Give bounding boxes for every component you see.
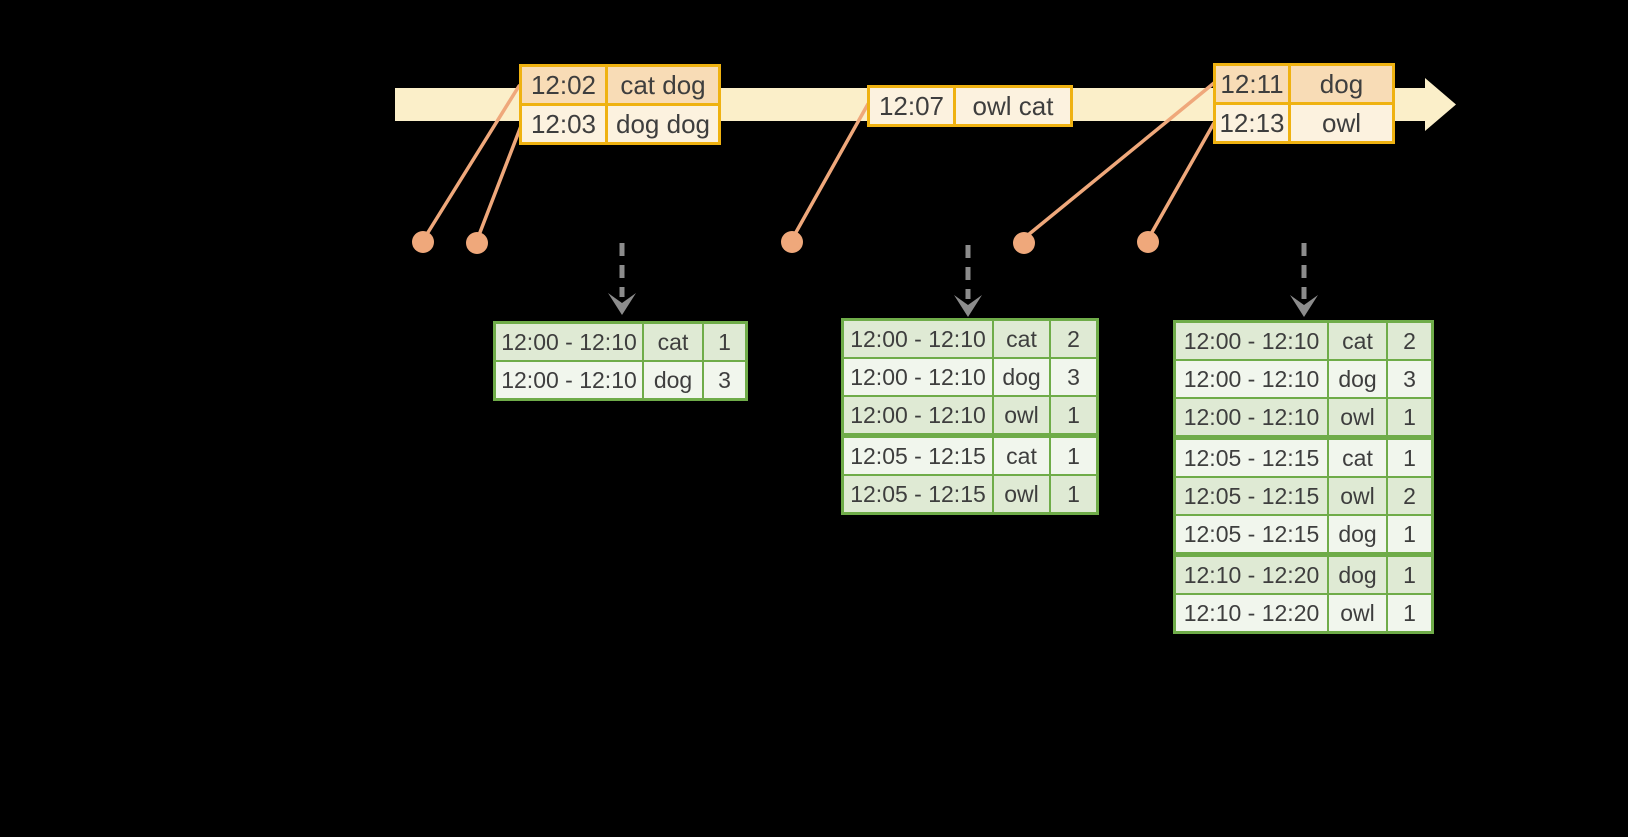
trigger-arrowhead-icon-3 [1290,295,1318,317]
event-time-cell: 12:11 [1216,66,1288,102]
event-time-cell: 12:13 [1216,105,1288,141]
event-words-cell: dog [1291,66,1392,102]
result-count-cell: 3 [704,362,745,398]
result-window-cell: 12:00 - 12:10 [844,321,992,357]
result-count-cell: 1 [1051,397,1096,433]
result-word-cell: cat [1329,440,1386,476]
result-window-cell: 12:05 - 12:15 [1176,516,1327,552]
result-count-cell: 1 [1388,557,1431,593]
result-count-cell: 3 [1388,361,1431,397]
event-connector-line-4 [1026,81,1216,237]
result-word-cell: cat [1329,323,1386,359]
event-words-cell: cat dog [608,67,718,103]
result-window-cell: 12:10 - 12:20 [1176,595,1327,631]
event-time-cell: 12:02 [522,67,605,103]
event-words-cell: dog dog [608,106,718,142]
trigger-arrowhead-icon-2 [954,295,982,317]
result-word-cell: cat [644,324,702,360]
event-time-cell: 12:07 [870,88,953,124]
event-connector-line-2 [477,124,523,237]
result-word-cell: dog [994,359,1049,395]
event-connector-line-1 [425,84,521,236]
event-connector-line-5 [1149,121,1216,236]
result-window-cell: 12:00 - 12:10 [1176,361,1327,397]
result-count-cell: 1 [1388,440,1431,476]
result-count-cell: 1 [1388,595,1431,631]
event-time-cell: 12:03 [522,106,605,142]
result-word-cell: owl [1329,399,1386,435]
result-window-cell: 12:05 - 12:15 [1176,440,1327,476]
result-count-cell: 2 [1388,323,1431,359]
result-word-cell: owl [1329,595,1386,631]
trigger-arrowhead-icon-1 [608,293,636,315]
result-window-cell: 12:10 - 12:20 [1176,557,1327,593]
result-window-cell: 12:00 - 12:10 [496,324,642,360]
result-word-cell: cat [994,438,1049,474]
result-word-cell: owl [994,476,1049,512]
event-time-dot-2 [466,232,488,254]
result-count-cell: 1 [1388,516,1431,552]
result-window-cell: 12:00 - 12:10 [844,397,992,433]
result-window-cell: 12:05 - 12:15 [1176,478,1327,514]
event-words-cell: owl [1291,105,1392,141]
result-word-cell: owl [994,397,1049,433]
result-count-cell: 1 [1388,399,1431,435]
result-window-cell: 12:05 - 12:15 [844,476,992,512]
result-word-cell: owl [1329,478,1386,514]
result-window-cell: 12:00 - 12:10 [844,359,992,395]
result-count-cell: 3 [1051,359,1096,395]
result-word-cell: dog [1329,361,1386,397]
event-time-dot-5 [1137,231,1159,253]
result-count-cell: 1 [1051,476,1096,512]
result-word-cell: cat [994,321,1049,357]
result-count-cell: 2 [1051,321,1096,357]
event-words-cell: owl cat [956,88,1070,124]
result-window-cell: 12:00 - 12:10 [1176,323,1327,359]
result-word-cell: dog [644,362,702,398]
event-time-dot-1 [412,231,434,253]
result-window-cell: 12:00 - 12:10 [1176,399,1327,435]
result-count-cell: 2 [1388,478,1431,514]
result-window-cell: 12:00 - 12:10 [496,362,642,398]
result-count-cell: 1 [704,324,745,360]
event-time-dot-4 [1013,232,1035,254]
result-word-cell: dog [1329,516,1386,552]
timeline-arrowhead-icon [1425,78,1456,131]
event-time-dot-3 [781,231,803,253]
event-connector-line-3 [793,102,870,236]
result-word-cell: dog [1329,557,1386,593]
result-count-cell: 1 [1051,438,1096,474]
result-window-cell: 12:05 - 12:15 [844,438,992,474]
